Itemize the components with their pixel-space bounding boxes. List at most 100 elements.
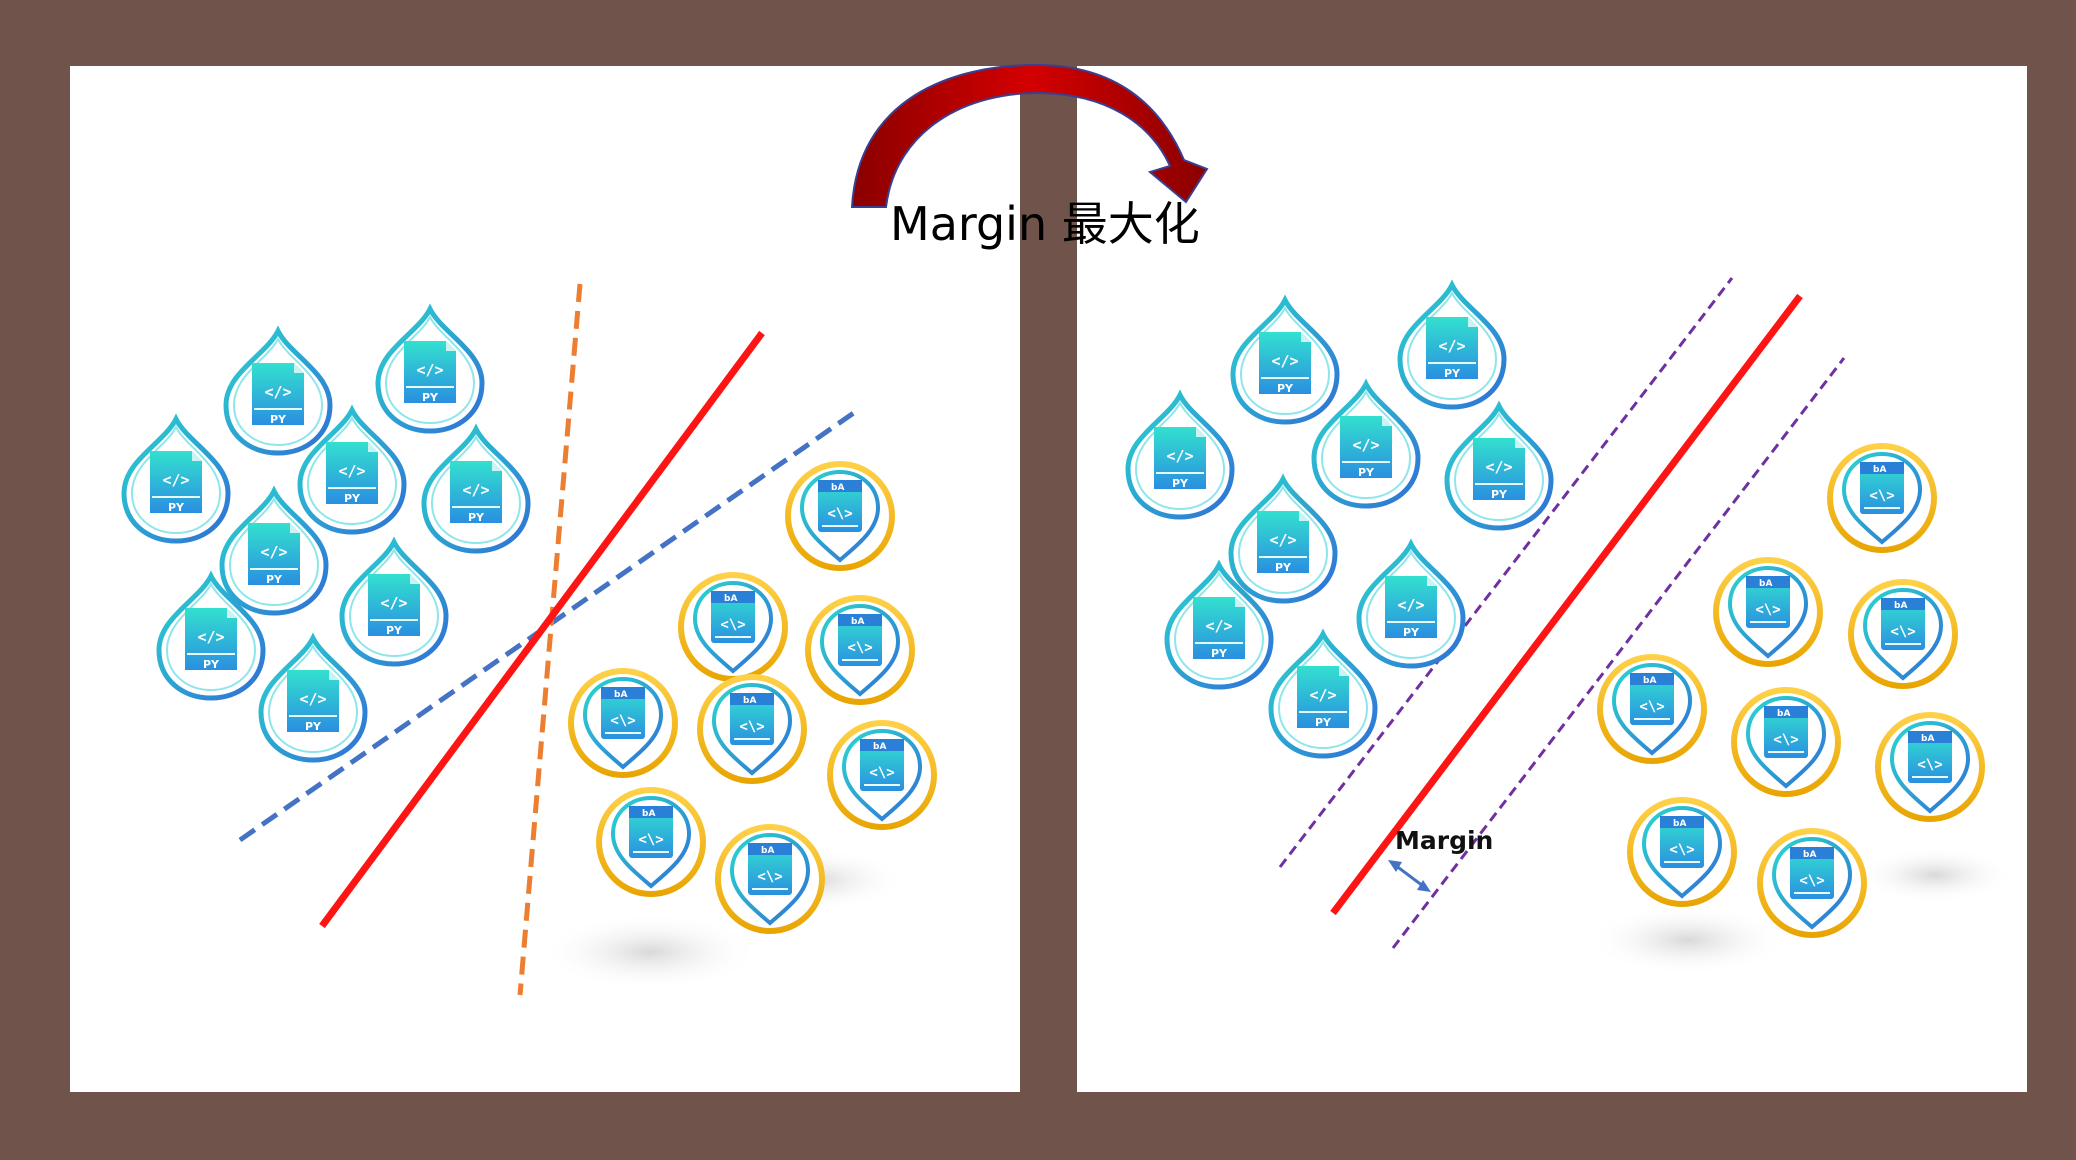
- code-glyph: </>: [380, 594, 407, 612]
- code-glyph: <\>: [1917, 757, 1942, 773]
- blue-dashed-line: [238, 409, 857, 843]
- markup-file-coin-marker: bA<\>: [1757, 828, 1867, 938]
- python-file-drop-marker: </> PY: [258, 632, 368, 763]
- python-file-drop-marker: </> PY: [223, 325, 333, 456]
- py-caption: PY: [1444, 367, 1461, 380]
- margin-double-arrow-icon: [1388, 860, 1431, 892]
- markup-file-coin-marker: bA <\>: [715, 824, 825, 934]
- code-glyph: <\>: [1773, 732, 1798, 748]
- code-glyph: <\>: [869, 765, 894, 781]
- python-file-drop-marker: </> PY: [121, 413, 231, 544]
- py-caption: PY: [422, 391, 439, 404]
- python-file-drop-marker: </> PY: [1397, 279, 1507, 410]
- curved-arrow-icon: [850, 63, 1209, 208]
- py-caption: PY: [203, 658, 220, 671]
- python-file-drop-marker: </> PY: [339, 536, 449, 667]
- code-glyph: <\>: [1869, 488, 1894, 504]
- code-glyph: <\>: [720, 617, 745, 633]
- python-file-drop-marker: </> PY: [1311, 378, 1421, 509]
- python-file-drop-marker: </> PY: [219, 485, 329, 616]
- markup-file-coin-marker: bA<\>: [596, 787, 706, 897]
- py-caption: PY: [266, 573, 283, 586]
- py-caption: PY: [1275, 561, 1292, 574]
- soft-shadow: [540, 913, 760, 991]
- code-glyph: <\>: [1890, 624, 1915, 640]
- python-file-drop-marker: </> PY: [1444, 400, 1554, 531]
- upper-margin-line: [1278, 277, 1734, 868]
- margin-label: Margin: [1395, 826, 1494, 855]
- code-glyph: </>: [1166, 447, 1193, 465]
- ba-caption: bA: [1673, 819, 1686, 829]
- code-glyph: </>: [1309, 686, 1336, 704]
- code-glyph: </>: [162, 471, 189, 489]
- py-caption: PY: [1491, 488, 1508, 501]
- ba-caption: bA: [1803, 850, 1816, 860]
- code-glyph: </>: [264, 383, 291, 401]
- py-caption: PY: [468, 511, 485, 524]
- py-caption: PY: [305, 720, 322, 733]
- py-caption: PY: [1358, 466, 1375, 479]
- code-glyph: </>: [299, 690, 326, 708]
- markup-file-coin-marker: bA <\>: [678, 572, 788, 682]
- markup-file-coin-marker: bA<\>: [568, 668, 678, 778]
- py-caption: PY: [1277, 382, 1294, 395]
- ba-caption: bA: [642, 809, 655, 819]
- ba-caption: bA: [1643, 676, 1656, 686]
- py-caption: PY: [1403, 626, 1420, 639]
- ba-caption: bA: [1759, 579, 1772, 589]
- code-glyph: </>: [1271, 352, 1298, 370]
- python-file-drop-marker: </> PY: [375, 303, 485, 434]
- ba-caption: bA: [1921, 734, 1934, 744]
- markup-file-coin-marker: bA<\>: [827, 720, 937, 830]
- py-caption: PY: [168, 501, 185, 514]
- markup-file-coin-marker: bA <\>: [1713, 557, 1823, 667]
- ba-caption: bA: [831, 483, 844, 493]
- markup-file-coin-marker: bA<\>: [1848, 579, 1958, 689]
- code-glyph: </>: [1438, 337, 1465, 355]
- red-separator-line: [319, 330, 765, 929]
- python-file-drop-marker: </>PY: [1228, 473, 1338, 604]
- code-glyph: </>: [338, 462, 365, 480]
- markup-file-coin-marker: bA<\>: [697, 674, 807, 784]
- code-glyph: <\>: [847, 640, 872, 656]
- markup-file-coin-marker: bA <\>: [805, 595, 915, 705]
- code-glyph: </>: [416, 361, 443, 379]
- code-glyph: <\>: [1639, 699, 1664, 715]
- code-glyph: </>: [462, 481, 489, 499]
- markup-file-coin-marker: bA <\>: [1875, 712, 1985, 822]
- code-glyph: <\>: [610, 713, 635, 729]
- code-glyph: </>: [1397, 596, 1424, 614]
- markup-file-coin-marker: bA <\>: [1597, 654, 1707, 764]
- py-caption: PY: [1211, 647, 1228, 660]
- soft-shadow: [1588, 905, 1788, 975]
- data-points: </> PY </> PY </> PY </> PY </> PY </> PY </> PY </> PY…: [121, 279, 1985, 938]
- python-file-drop-marker: </> PY: [156, 570, 266, 701]
- py-caption: PY: [1172, 477, 1189, 490]
- code-glyph: </>: [260, 543, 287, 561]
- py-caption: PY: [270, 413, 287, 426]
- ba-caption: bA: [761, 846, 774, 856]
- ba-caption: bA: [724, 594, 737, 604]
- ba-caption: bA: [1873, 465, 1886, 475]
- cluster-shadows: [540, 847, 2015, 991]
- code-glyph: </>: [1352, 436, 1379, 454]
- code-glyph: </>: [1205, 617, 1232, 635]
- markup-file-coin-marker: bA <\>: [1731, 687, 1841, 797]
- soft-shadow: [1855, 847, 2015, 903]
- code-glyph: <\>: [1669, 842, 1694, 858]
- python-file-drop-marker: </> PY: [1125, 389, 1235, 520]
- python-file-drop-marker: </> PY: [1164, 559, 1274, 690]
- python-file-drop-marker: </> PY: [1230, 294, 1340, 425]
- code-glyph: </>: [1485, 458, 1512, 476]
- ba-caption: bA: [851, 617, 864, 627]
- code-glyph: <\>: [757, 869, 782, 885]
- markup-file-coin-marker: bA<\>: [785, 461, 895, 571]
- code-glyph: <\>: [1755, 602, 1780, 618]
- py-caption: PY: [1315, 716, 1332, 729]
- py-caption: PY: [386, 624, 403, 637]
- code-glyph: </>: [197, 628, 224, 646]
- ba-caption: bA: [1777, 709, 1790, 719]
- margin-maximization-title: Margin 最大化: [890, 197, 1200, 251]
